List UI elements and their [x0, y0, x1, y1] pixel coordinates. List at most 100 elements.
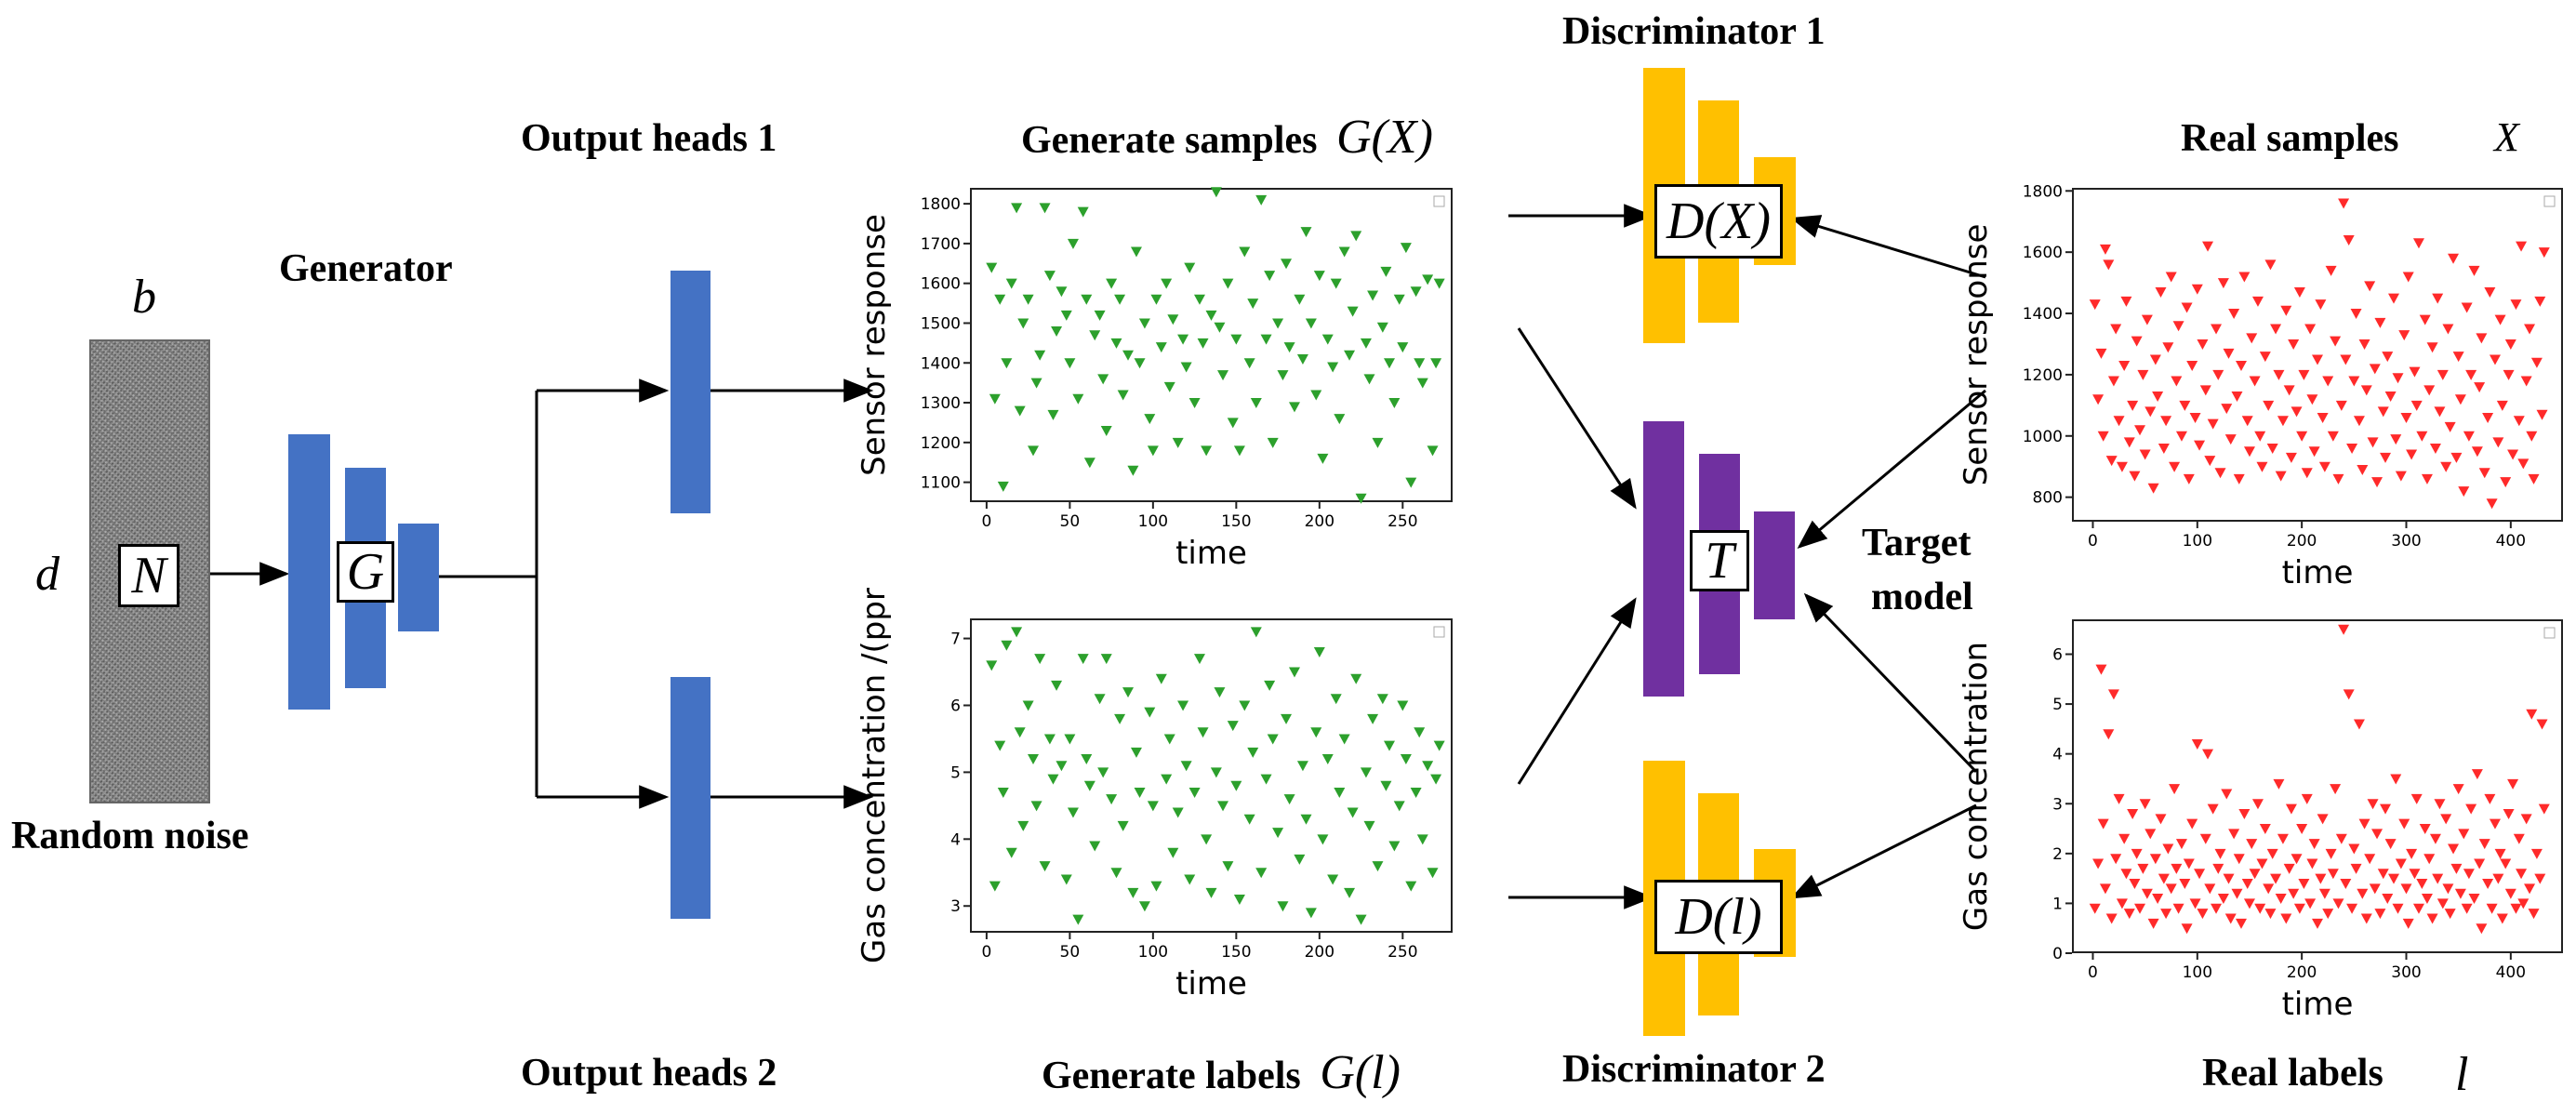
real-labels-point [2186, 818, 2198, 830]
gen-labels-point [1188, 787, 1201, 798]
real-samples-point [2374, 317, 2386, 328]
real-samples-point [2155, 286, 2167, 298]
gen-samples-point [1163, 381, 1175, 392]
generate-samples-title: Generate samples G(X) [1021, 110, 1433, 165]
gen-samples-point [1360, 338, 1372, 349]
real-samples-point [2317, 413, 2329, 424]
real-labels-ytick-label: 5 [2052, 696, 2063, 714]
gen-labels-point [1222, 861, 1234, 872]
real-labels-point [2129, 878, 2141, 889]
real-labels-point [2288, 888, 2300, 899]
gen-labels-point [1388, 841, 1401, 852]
gen-samples-point [1147, 445, 1159, 457]
gen-labels-point [1296, 761, 1308, 772]
real-samples-point [2217, 278, 2229, 289]
real-labels-point [2224, 913, 2237, 924]
real-samples-point [2440, 461, 2452, 472]
real-labels-point [2538, 803, 2550, 815]
real-labels-point [2380, 803, 2392, 815]
real-labels-point [2301, 793, 2313, 804]
gen-labels-point [1094, 694, 1106, 705]
real-samples-point [2103, 259, 2115, 271]
real-samples-point [2308, 446, 2320, 458]
real-labels-point [2325, 848, 2337, 859]
real-labels-point [2099, 883, 2111, 895]
real-samples-point [2160, 416, 2172, 427]
real-labels-point [2162, 843, 2174, 855]
gen-samples-point [994, 294, 1006, 305]
real-labels-point [2536, 719, 2548, 730]
real-samples-point [2530, 357, 2543, 368]
gen-labels-point [1017, 820, 1029, 831]
discriminator-1-symbol-box: D(X) [1654, 184, 1783, 259]
gen-labels-point [1350, 673, 1362, 684]
real-samples-point [2194, 440, 2206, 451]
real-samples-point [2409, 366, 2421, 378]
gen-labels-point [1405, 881, 1417, 892]
gen-labels-point [1155, 673, 1167, 684]
real-samples-point [2228, 309, 2240, 320]
real-samples-point [2277, 416, 2289, 427]
gen-labels-point [1005, 847, 1017, 858]
real-samples-point [2327, 431, 2339, 442]
real-samples-point [2528, 473, 2540, 484]
gen-labels-point [1056, 761, 1068, 772]
real-labels-point [2494, 848, 2506, 859]
real-labels-point [2118, 833, 2131, 844]
gen-samples-point [1077, 206, 1089, 218]
real-samples-point [2092, 394, 2105, 405]
real-labels-point [2409, 869, 2421, 880]
real-labels-point [2452, 784, 2464, 795]
real-labels-point [2116, 898, 2128, 909]
real-labels-point [2478, 839, 2490, 850]
real-labels-point [2318, 888, 2330, 899]
gen-labels-ytick-label: 7 [950, 631, 961, 649]
real-labels-xlabel: time [2282, 986, 2354, 1023]
real-samples-point [2369, 364, 2381, 375]
real-samples-point [2513, 416, 2525, 427]
real-samples-point [2390, 434, 2402, 445]
gen-samples-point [1397, 342, 1409, 353]
real-labels-xtick-label: 400 [2496, 963, 2526, 982]
gen-samples-point [1144, 414, 1156, 425]
real-labels-point [2172, 903, 2184, 914]
target-model-label-line2: model [1871, 576, 1973, 618]
gen-samples-point [1214, 322, 1226, 333]
real-labels-point [2214, 848, 2226, 859]
real-samples-point [2110, 324, 2122, 335]
real-samples-point [2348, 376, 2360, 387]
real-samples-point [2461, 302, 2473, 313]
real-samples-point [2212, 369, 2224, 380]
gen-samples-point [1363, 374, 1375, 385]
gen-labels-point [1313, 646, 1325, 657]
gen-labels-point [1067, 807, 1079, 818]
gen-samples-point [1193, 294, 1205, 305]
generate-samples-symbol: G(X) [1335, 111, 1433, 164]
gen-labels-point [1247, 747, 1259, 758]
real-samples-point [2406, 449, 2418, 460]
real-samples-point [2241, 416, 2253, 427]
real-samples-point [2113, 416, 2125, 427]
real-labels-point [2275, 894, 2287, 905]
gen-samples-point [1416, 378, 1428, 389]
gen-samples-point [1014, 405, 1026, 417]
gen-samples-point [1127, 465, 1139, 476]
real-samples-xtick-label: 100 [2183, 532, 2212, 551]
real-samples-point [2123, 437, 2135, 448]
real-samples-ytick-label: 800 [2033, 489, 2063, 508]
real-samples-point [2434, 406, 2446, 418]
real-samples-point [2465, 369, 2477, 380]
real-labels-point [2254, 903, 2266, 914]
gen-labels-point [1147, 801, 1159, 812]
real-labels-point [2283, 863, 2295, 874]
gen-labels-point [1172, 807, 1184, 818]
discriminator-2-symbol: D(l) [1675, 888, 1762, 946]
real-samples-point [2448, 253, 2460, 264]
gen-labels-point [1122, 687, 1135, 698]
real-labels-point [2233, 854, 2245, 865]
real-samples-point [2496, 400, 2508, 411]
gen-labels-point [1177, 700, 1189, 711]
gen-labels-xlabel: time [1175, 965, 1247, 1002]
